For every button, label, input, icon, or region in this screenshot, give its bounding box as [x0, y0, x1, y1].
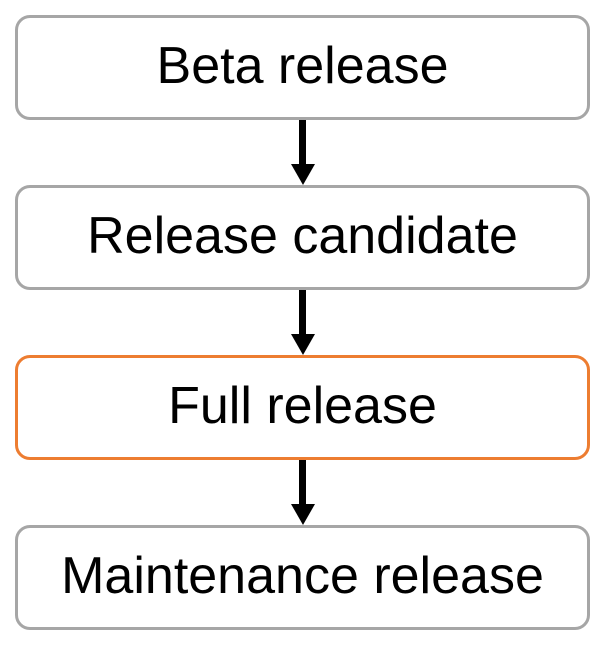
arrow-head-icon: [290, 504, 315, 525]
node-label: Beta release: [156, 36, 449, 95]
flow-node-full-release: Full release: [15, 355, 590, 460]
arrow-shaft: [299, 290, 306, 334]
flow-arrow-down: [15, 120, 590, 185]
flow-node-release-candidate: Release candidate: [15, 185, 590, 290]
arrow-head-icon: [290, 334, 315, 355]
node-label: Release candidate: [87, 206, 518, 265]
flow-node-beta-release: Beta release: [15, 15, 590, 120]
release-flowchart: Beta release Release candidate Full rele…: [15, 0, 590, 630]
flow-node-maintenance-release: Maintenance release: [15, 525, 590, 630]
arrow-shaft: [299, 460, 306, 504]
node-label: Maintenance release: [61, 546, 544, 605]
flow-arrow-down: [15, 290, 590, 355]
arrow-head-icon: [290, 164, 315, 185]
flow-arrow-down: [15, 460, 590, 525]
node-label: Full release: [168, 376, 437, 435]
arrow-shaft: [299, 120, 306, 164]
